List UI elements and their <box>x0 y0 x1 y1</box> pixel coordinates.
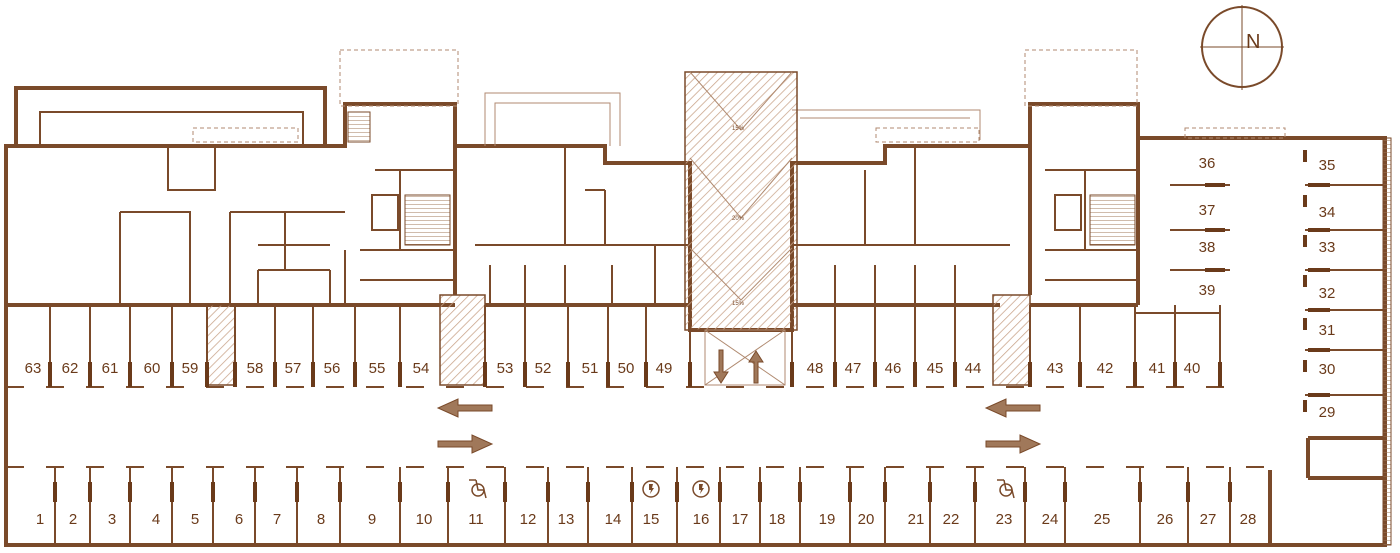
ramp-label-3: 15% <box>732 301 745 307</box>
elevator-west <box>371 194 399 231</box>
space-22[interactable]: 22 <box>943 511 960 528</box>
space-30[interactable]: 30 <box>1319 361 1336 378</box>
space-10[interactable]: 10 <box>416 511 433 528</box>
accessible-space-11 <box>469 479 487 499</box>
space-35[interactable]: 35 <box>1319 157 1336 174</box>
walkway-59 <box>206 304 236 386</box>
space-41[interactable]: 41 <box>1149 360 1166 377</box>
space-38[interactable]: 38 <box>1199 239 1216 256</box>
space-28[interactable]: 28 <box>1240 511 1257 528</box>
space-31[interactable]: 31 <box>1319 322 1336 339</box>
compass: N <box>1200 5 1284 90</box>
space-1[interactable]: 1 <box>36 511 44 528</box>
ev-charging-icon <box>692 480 710 498</box>
space-8[interactable]: 8 <box>317 511 325 528</box>
space-34[interactable]: 34 <box>1319 204 1336 221</box>
ramp-label-1: 15% <box>732 126 745 132</box>
space-48[interactable]: 48 <box>807 360 824 377</box>
space-3[interactable]: 3 <box>108 511 116 528</box>
space-19[interactable]: 19 <box>819 511 836 528</box>
space-49[interactable]: 49 <box>656 360 673 377</box>
space-18[interactable]: 18 <box>769 511 786 528</box>
space-9[interactable]: 9 <box>368 511 376 528</box>
charging-space-15 <box>642 480 660 498</box>
space-60[interactable]: 60 <box>144 360 161 377</box>
space-26[interactable]: 26 <box>1157 511 1174 528</box>
space-5[interactable]: 5 <box>191 511 199 528</box>
space-15[interactable]: 15 <box>643 511 660 528</box>
space-39[interactable]: 39 <box>1199 282 1216 299</box>
space-57[interactable]: 57 <box>285 360 302 377</box>
space-24[interactable]: 24 <box>1042 511 1059 528</box>
east-wall-hatch <box>1382 137 1392 546</box>
wheelchair-icon <box>997 479 1015 499</box>
space-46[interactable]: 46 <box>885 360 902 377</box>
space-13[interactable]: 13 <box>558 511 575 528</box>
ramp: 15% 20% 15% <box>684 71 798 386</box>
stairwell-west <box>404 194 451 246</box>
space-2[interactable]: 2 <box>69 511 77 528</box>
traffic-arrows <box>436 398 1042 454</box>
stair-small <box>347 111 371 143</box>
space-54[interactable]: 54 <box>413 360 430 377</box>
space-14[interactable]: 14 <box>605 511 622 528</box>
compass-label: N <box>1246 31 1260 53</box>
space-11[interactable]: 11 <box>468 511 484 528</box>
space-33[interactable]: 33 <box>1319 239 1336 256</box>
space-12[interactable]: 12 <box>520 511 537 528</box>
space-53[interactable]: 53 <box>497 360 514 377</box>
space-7[interactable]: 7 <box>273 511 281 528</box>
elevator-east <box>1054 194 1082 231</box>
walkway-54 <box>439 294 486 386</box>
charging-space-16 <box>692 480 710 498</box>
space-29[interactable]: 29 <box>1319 404 1336 421</box>
space-40[interactable]: 40 <box>1184 360 1201 377</box>
space-55[interactable]: 55 <box>369 360 386 377</box>
walkway-44 <box>992 294 1031 386</box>
space-23[interactable]: 23 <box>996 511 1013 528</box>
space-59[interactable]: 59 <box>182 360 199 377</box>
space-20[interactable]: 20 <box>858 511 875 528</box>
stairwell-east <box>1089 194 1136 246</box>
ramp-label-2: 20% <box>732 216 745 222</box>
space-16[interactable]: 16 <box>693 511 710 528</box>
ramp-upper <box>684 71 798 331</box>
space-44[interactable]: 44 <box>965 360 982 377</box>
space-62[interactable]: 62 <box>62 360 79 377</box>
space-52[interactable]: 52 <box>535 360 552 377</box>
space-45[interactable]: 45 <box>927 360 944 377</box>
space-dividers <box>48 150 1385 545</box>
space-63[interactable]: 63 <box>25 360 42 377</box>
exterior-outlines <box>192 49 1286 146</box>
wheelchair-icon <box>469 479 487 499</box>
space-50[interactable]: 50 <box>618 360 635 377</box>
space-17[interactable]: 17 <box>732 511 749 528</box>
space-36[interactable]: 36 <box>1199 155 1216 172</box>
space-32[interactable]: 32 <box>1319 285 1336 302</box>
accessible-space-23 <box>997 479 1015 499</box>
arrow-west-2 <box>984 398 1041 418</box>
space-labels: 63 62 61 60 59 58 57 56 55 54 53 52 51 5… <box>25 155 1336 528</box>
ev-charging-icon <box>642 480 660 498</box>
space-56[interactable]: 56 <box>324 360 341 377</box>
arrow-east-1 <box>437 434 494 454</box>
ramp-down-arrow <box>713 349 729 384</box>
space-27[interactable]: 27 <box>1200 511 1217 528</box>
arrow-east-2 <box>985 434 1042 454</box>
space-4[interactable]: 4 <box>152 511 160 528</box>
space-21[interactable]: 21 <box>908 511 925 528</box>
space-42[interactable]: 42 <box>1097 360 1114 377</box>
space-47[interactable]: 47 <box>845 360 862 377</box>
space-61[interactable]: 61 <box>102 360 119 377</box>
arrow-west-1 <box>436 398 493 418</box>
space-37[interactable]: 37 <box>1199 202 1216 219</box>
space-51[interactable]: 51 <box>582 360 599 377</box>
space-43[interactable]: 43 <box>1047 360 1064 377</box>
space-58[interactable]: 58 <box>247 360 264 377</box>
ramp-up-arrow <box>748 350 764 384</box>
space-6[interactable]: 6 <box>235 511 243 528</box>
space-25[interactable]: 25 <box>1094 511 1111 528</box>
interior-rooms <box>119 111 1138 305</box>
